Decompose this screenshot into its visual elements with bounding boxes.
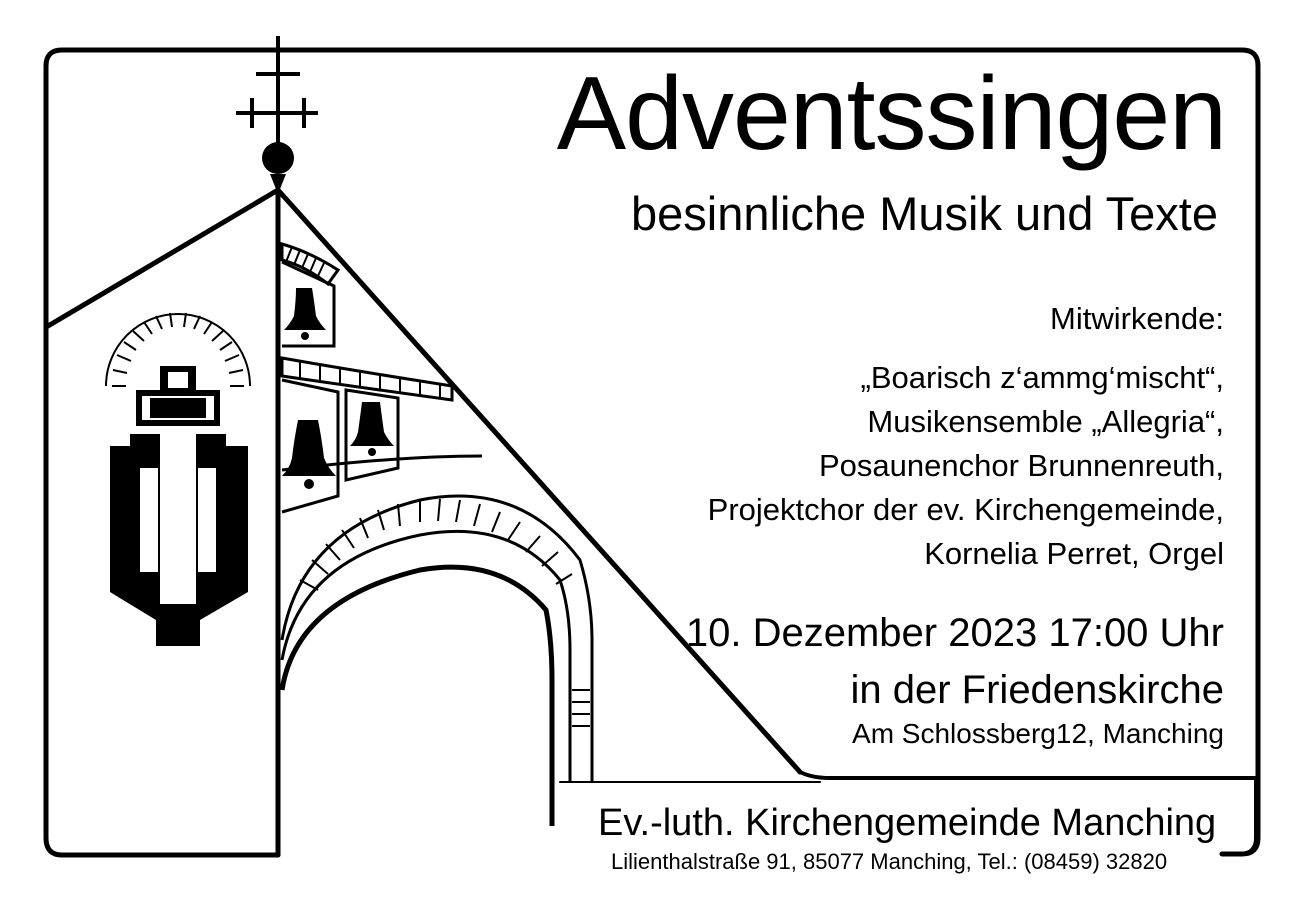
footer-corner (1239, 780, 1258, 856)
bell-icon (284, 288, 326, 340)
contributor-item: Musikensemble „Allegria“, (867, 404, 1224, 439)
event-date-time: 10. Dezember 2023 17:00 Uhr (685, 611, 1224, 655)
poster-title: Adventssingen (556, 56, 1227, 172)
event-address: Am Schlossberg12, Manching (852, 718, 1224, 749)
contributor-item: Posaunenchor Brunnenreuth, (818, 448, 1224, 483)
cross-window-emblem (105, 312, 251, 646)
church-outline (45, 187, 1258, 858)
bell-icon (282, 420, 336, 489)
contributor-item: Kornelia Perret, Orgel (924, 536, 1224, 571)
poster-subtitle: besinnliche Musik und Texte (631, 187, 1218, 240)
contributors-list: „Boarisch z‘ammg‘mischt“, Musikensemble … (708, 356, 1224, 576)
contributor-item: „Boarisch z‘ammg‘mischt“, (860, 360, 1224, 395)
organization-contact: Lilienthalstraße 91, 85077 Manching, Tel… (611, 849, 1168, 874)
bell-icon (350, 402, 394, 456)
contributor-item: Projektchor der ev. Kirchengemeinde, (707, 492, 1224, 527)
organization-name: Ev.-luth. Kirchengemeinde Manching (598, 802, 1217, 844)
event-venue: in der Friedenskirche (850, 668, 1225, 712)
belfry-hatching (285, 246, 441, 399)
steeple-cross-icon (236, 36, 318, 194)
contributors-label: Mitwirkende: (1050, 301, 1224, 336)
halo-rays (112, 312, 244, 387)
archway-hatching (299, 498, 590, 727)
